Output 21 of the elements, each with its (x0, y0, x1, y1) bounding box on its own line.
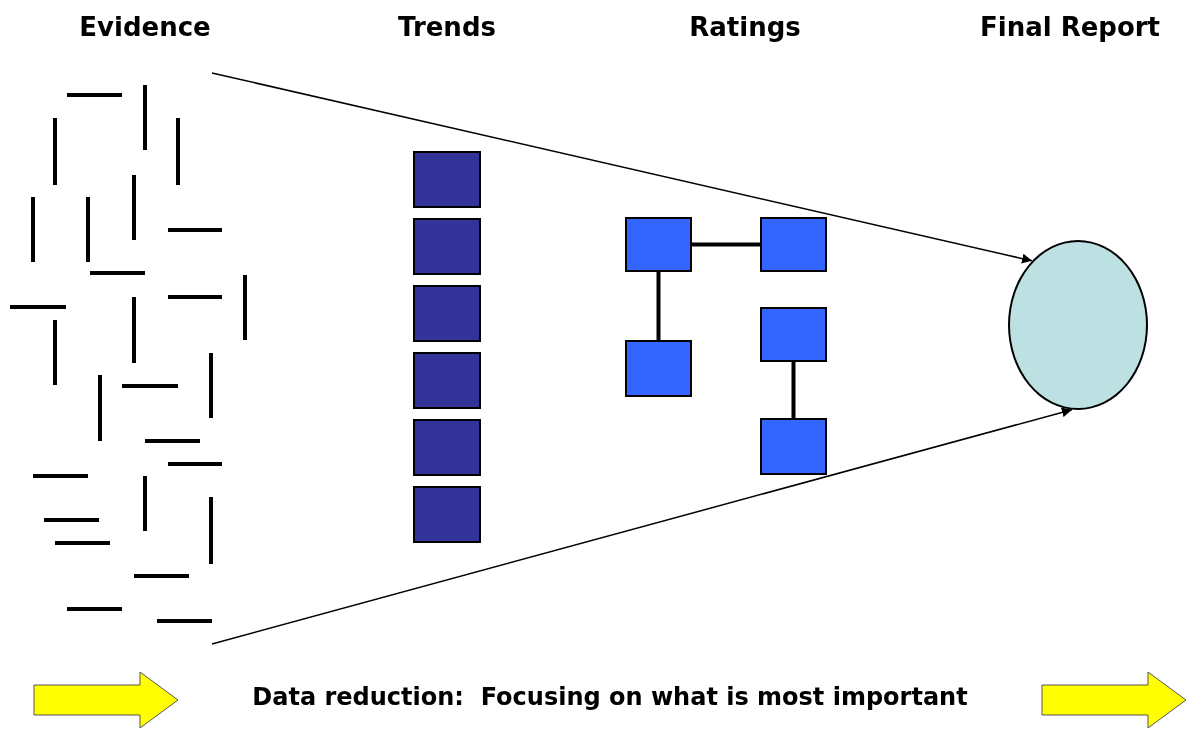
column-heading: Trends (398, 12, 496, 42)
square-box (625, 340, 692, 397)
square-box (413, 352, 481, 409)
square-box (413, 151, 481, 208)
square-box (413, 285, 481, 342)
caption-text: Data reduction: Focusing on what is most important (252, 683, 968, 711)
column-heading: Evidence (79, 12, 211, 42)
connector-line (656, 272, 661, 340)
column-heading: Final Report (979, 12, 1161, 42)
square-box (625, 217, 692, 272)
connector-line (791, 362, 796, 418)
connector-line (692, 242, 760, 247)
square-box (413, 419, 481, 476)
square-box (760, 418, 827, 475)
square-box (760, 217, 827, 272)
arrow (211, 72, 1033, 264)
column-heading: Ratings (689, 12, 801, 42)
arrow (211, 407, 1073, 645)
square-box (760, 307, 827, 362)
square-box (413, 218, 481, 275)
square-box (413, 486, 481, 543)
